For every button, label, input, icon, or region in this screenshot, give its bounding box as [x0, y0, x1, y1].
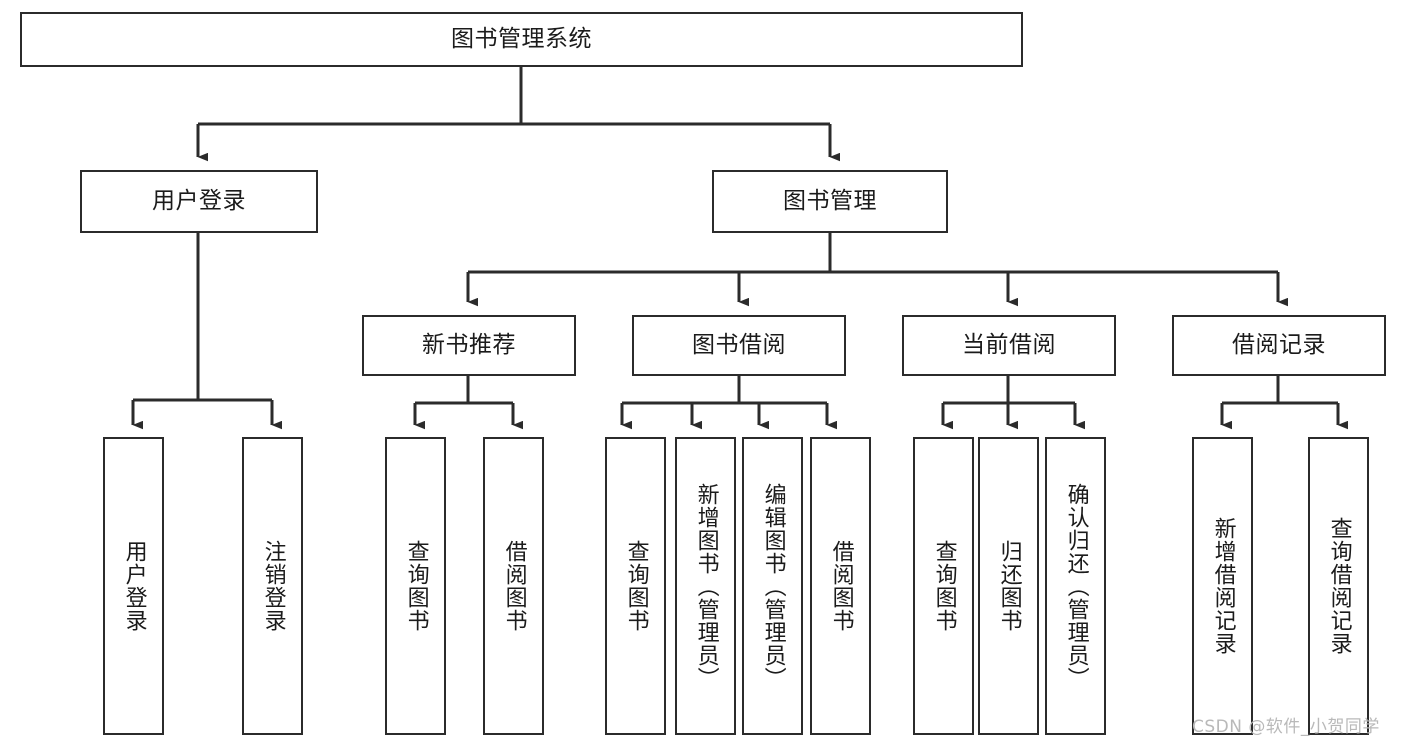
- node-leaf-borrow-book-1[interactable]: 借阅图书: [483, 437, 544, 735]
- node-leaf-label: 归还图书: [996, 540, 1022, 632]
- watermark: CSDN @软件_小贺同学: [1192, 717, 1380, 737]
- node-leaf-borrow-book-2[interactable]: 借阅图书: [810, 437, 871, 735]
- node-leaf-label: 查询图书: [623, 540, 649, 632]
- node-leaf-label: 查询图书: [403, 540, 429, 632]
- node-leaf-confirm-return-admin[interactable]: 确认归还（管理员）: [1045, 437, 1106, 735]
- node-leaf-user-login[interactable]: 用户登录: [103, 437, 164, 735]
- node-leaf-label: 新增借阅记录: [1210, 517, 1236, 655]
- node-leaf-label: 借阅图书: [501, 540, 527, 632]
- node-leaf-label: 查询图书: [931, 540, 957, 632]
- node-leaf-label: 编辑图书（管理员）: [760, 482, 786, 690]
- node-leaf-return-book[interactable]: 归还图书: [978, 437, 1039, 735]
- node-leaf-query-book-1[interactable]: 查询图书: [385, 437, 446, 735]
- node-leaf-add-book-admin[interactable]: 新增图书（管理员）: [675, 437, 736, 735]
- node-new-book-recommend[interactable]: 新书推荐: [362, 315, 576, 376]
- node-leaf-query-book-2[interactable]: 查询图书: [605, 437, 666, 735]
- node-user-login[interactable]: 用户登录: [80, 170, 318, 233]
- node-leaf-logout-login[interactable]: 注销登录: [242, 437, 303, 735]
- node-leaf-edit-book-admin[interactable]: 编辑图书（管理员）: [742, 437, 803, 735]
- node-book-borrow[interactable]: 图书借阅: [632, 315, 846, 376]
- node-root-system[interactable]: 图书管理系统: [20, 12, 1023, 67]
- node-leaf-query-book-3[interactable]: 查询图书: [913, 437, 974, 735]
- node-leaf-label: 确认归还（管理员）: [1063, 482, 1089, 690]
- node-leaf-label: 用户登录: [121, 540, 147, 632]
- node-borrow-record[interactable]: 借阅记录: [1172, 315, 1386, 376]
- node-leaf-label: 借阅图书: [828, 540, 854, 632]
- node-book-management[interactable]: 图书管理: [712, 170, 948, 233]
- node-current-borrow[interactable]: 当前借阅: [902, 315, 1116, 376]
- node-leaf-add-borrow-record[interactable]: 新增借阅记录: [1192, 437, 1253, 735]
- node-leaf-label: 注销登录: [260, 540, 286, 632]
- node-leaf-label: 新增图书（管理员）: [693, 482, 719, 690]
- node-leaf-query-borrow-record[interactable]: 查询借阅记录: [1308, 437, 1369, 735]
- node-leaf-label: 查询借阅记录: [1326, 517, 1352, 655]
